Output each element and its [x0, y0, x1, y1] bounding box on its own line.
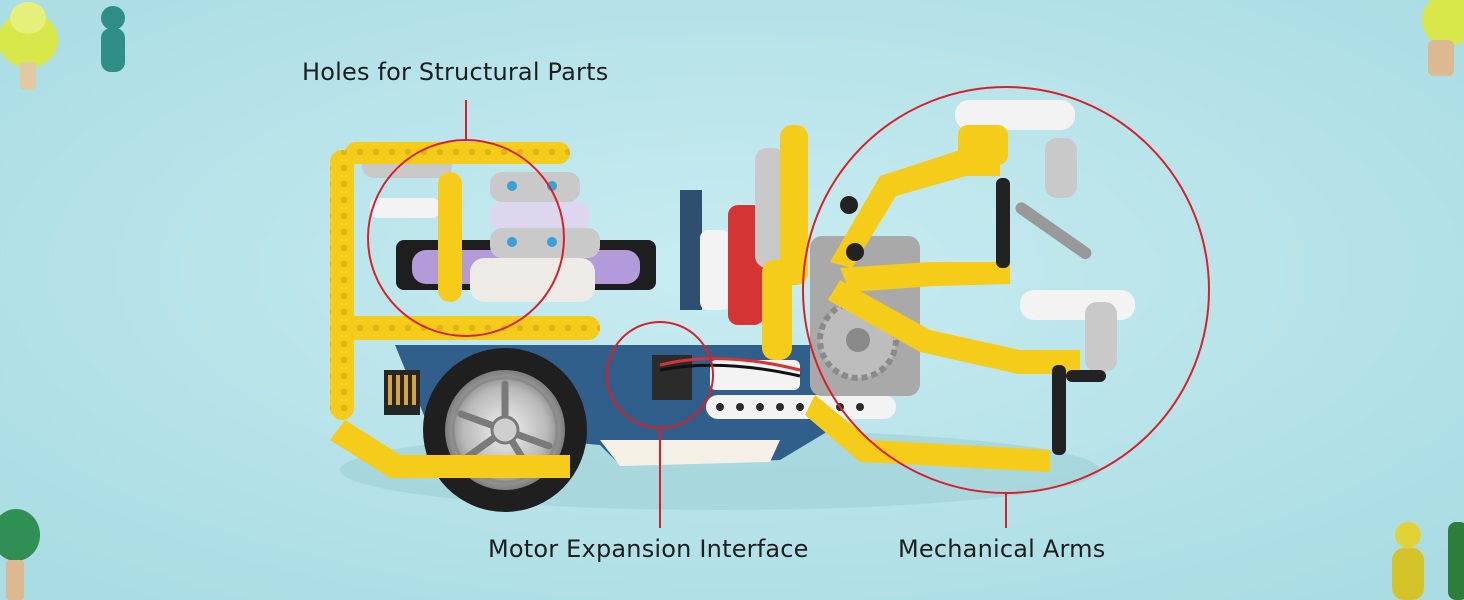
rear-wheel: [423, 348, 587, 512]
yellow-frame-left: [330, 142, 600, 478]
callout-label-holes: Holes for Structural Parts: [302, 58, 609, 86]
toy-figures-bottom-right: [1392, 522, 1464, 600]
mechanical-arm-lower: [805, 243, 1135, 472]
toy-tree-bottom-left: [0, 509, 40, 600]
callout-label-arms: Mechanical Arms: [898, 535, 1106, 563]
toy-tree-top-left: [0, 2, 58, 90]
callout-holes: [367, 100, 565, 337]
toy-figure-teal: [101, 6, 125, 72]
callout-motor: [606, 321, 714, 528]
mechanical-arm-upper: [830, 100, 1092, 292]
callout-arms: [802, 86, 1210, 528]
callout-label-motor: Motor Expansion Interface: [488, 535, 809, 563]
toy-tree-top-right: [1422, 0, 1464, 76]
